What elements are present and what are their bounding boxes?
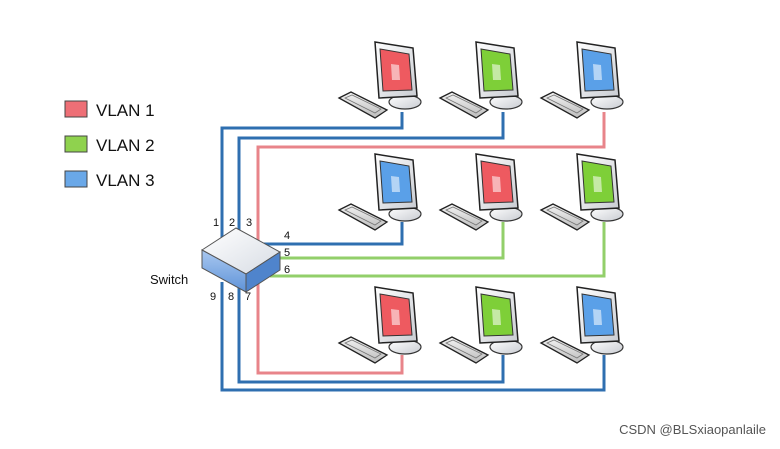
legend-swatch-vlan3 bbox=[64, 170, 88, 188]
screen-glare bbox=[492, 176, 501, 192]
keyboard-keys bbox=[546, 339, 584, 359]
cable-port8-vlan3 bbox=[237, 282, 505, 384]
keyboard-keys bbox=[344, 339, 382, 359]
keyboard-keys bbox=[445, 206, 483, 226]
keyboard bbox=[438, 336, 490, 364]
screen-glare bbox=[391, 309, 400, 325]
screen-glare bbox=[593, 309, 602, 325]
keyboard bbox=[337, 203, 389, 231]
keyboard bbox=[337, 336, 389, 364]
port-label-3: 3 bbox=[246, 217, 252, 229]
port-labels: 1 2 3 4 5 6 7 8 9 bbox=[210, 217, 290, 303]
legend-label-vlan3: VLAN 3 bbox=[96, 171, 155, 190]
keyboard-keys bbox=[546, 94, 584, 114]
screen-glare bbox=[492, 309, 501, 325]
cable-port7-vlan1 bbox=[256, 282, 404, 375]
keyboard bbox=[539, 203, 591, 231]
pc-row1-col3 bbox=[539, 41, 624, 119]
legend-label-vlan2: VLAN 2 bbox=[96, 136, 155, 155]
port-label-1: 1 bbox=[213, 217, 219, 229]
legend-item-vlan3: VLAN 3 bbox=[64, 170, 155, 190]
screen-glare bbox=[593, 176, 602, 192]
port-label-6: 6 bbox=[284, 264, 290, 276]
pc-row2-col1 bbox=[337, 153, 422, 231]
switch-label: Switch bbox=[150, 272, 188, 287]
screen-glare bbox=[492, 64, 501, 80]
keyboard bbox=[438, 91, 490, 119]
cable-port3-vlan1 bbox=[256, 112, 606, 246]
keyboard-keys bbox=[445, 339, 483, 359]
cables bbox=[220, 112, 606, 392]
pc-row2-col2 bbox=[438, 153, 523, 231]
port-label-4: 4 bbox=[284, 230, 290, 242]
keyboard-keys bbox=[546, 206, 584, 226]
cable-port9-vlan3 bbox=[220, 282, 606, 392]
pc-row2-col3 bbox=[539, 153, 624, 231]
computers bbox=[337, 41, 624, 364]
legend-item-vlan1: VLAN 1 bbox=[64, 100, 155, 120]
pc-row1-col1 bbox=[337, 41, 422, 119]
legend: VLAN 1 VLAN 2 VLAN 3 bbox=[64, 100, 155, 190]
screen-glare bbox=[391, 176, 400, 192]
cable-port6-vlan2 bbox=[270, 222, 606, 278]
keyboard-keys bbox=[344, 206, 382, 226]
pc-row3-col3 bbox=[539, 286, 624, 364]
keyboard bbox=[539, 91, 591, 119]
port-label-8: 8 bbox=[228, 291, 234, 303]
port-label-7: 7 bbox=[245, 291, 251, 303]
cable-port2-vlan3 bbox=[237, 112, 505, 246]
legend-swatch-vlan1 bbox=[64, 100, 88, 118]
watermark: CSDN @BLSxiaopanlaile bbox=[619, 422, 766, 437]
port-label-9: 9 bbox=[210, 291, 216, 303]
keyboard bbox=[337, 91, 389, 119]
legend-label-vlan1: VLAN 1 bbox=[96, 101, 155, 120]
legend-item-vlan2: VLAN 2 bbox=[64, 135, 155, 155]
cable-port4-vlan3 bbox=[262, 222, 404, 246]
pc-row1-col2 bbox=[438, 41, 523, 119]
pc-row3-col1 bbox=[337, 286, 422, 364]
keyboard bbox=[539, 336, 591, 364]
cable-port5-vlan2 bbox=[268, 222, 505, 260]
cable-port1-vlan3 bbox=[220, 112, 404, 246]
switch-side-face bbox=[245, 251, 281, 293]
pc-row3-col2 bbox=[438, 286, 523, 364]
port-label-2: 2 bbox=[229, 217, 235, 229]
port-label-5: 5 bbox=[284, 247, 290, 259]
keyboard-keys bbox=[445, 94, 483, 114]
keyboard bbox=[438, 203, 490, 231]
network-switch: Switch bbox=[150, 227, 281, 293]
legend-swatch-vlan2 bbox=[64, 135, 88, 153]
keyboard-keys bbox=[344, 94, 382, 114]
screen-glare bbox=[391, 64, 400, 80]
screen-glare bbox=[593, 64, 602, 80]
